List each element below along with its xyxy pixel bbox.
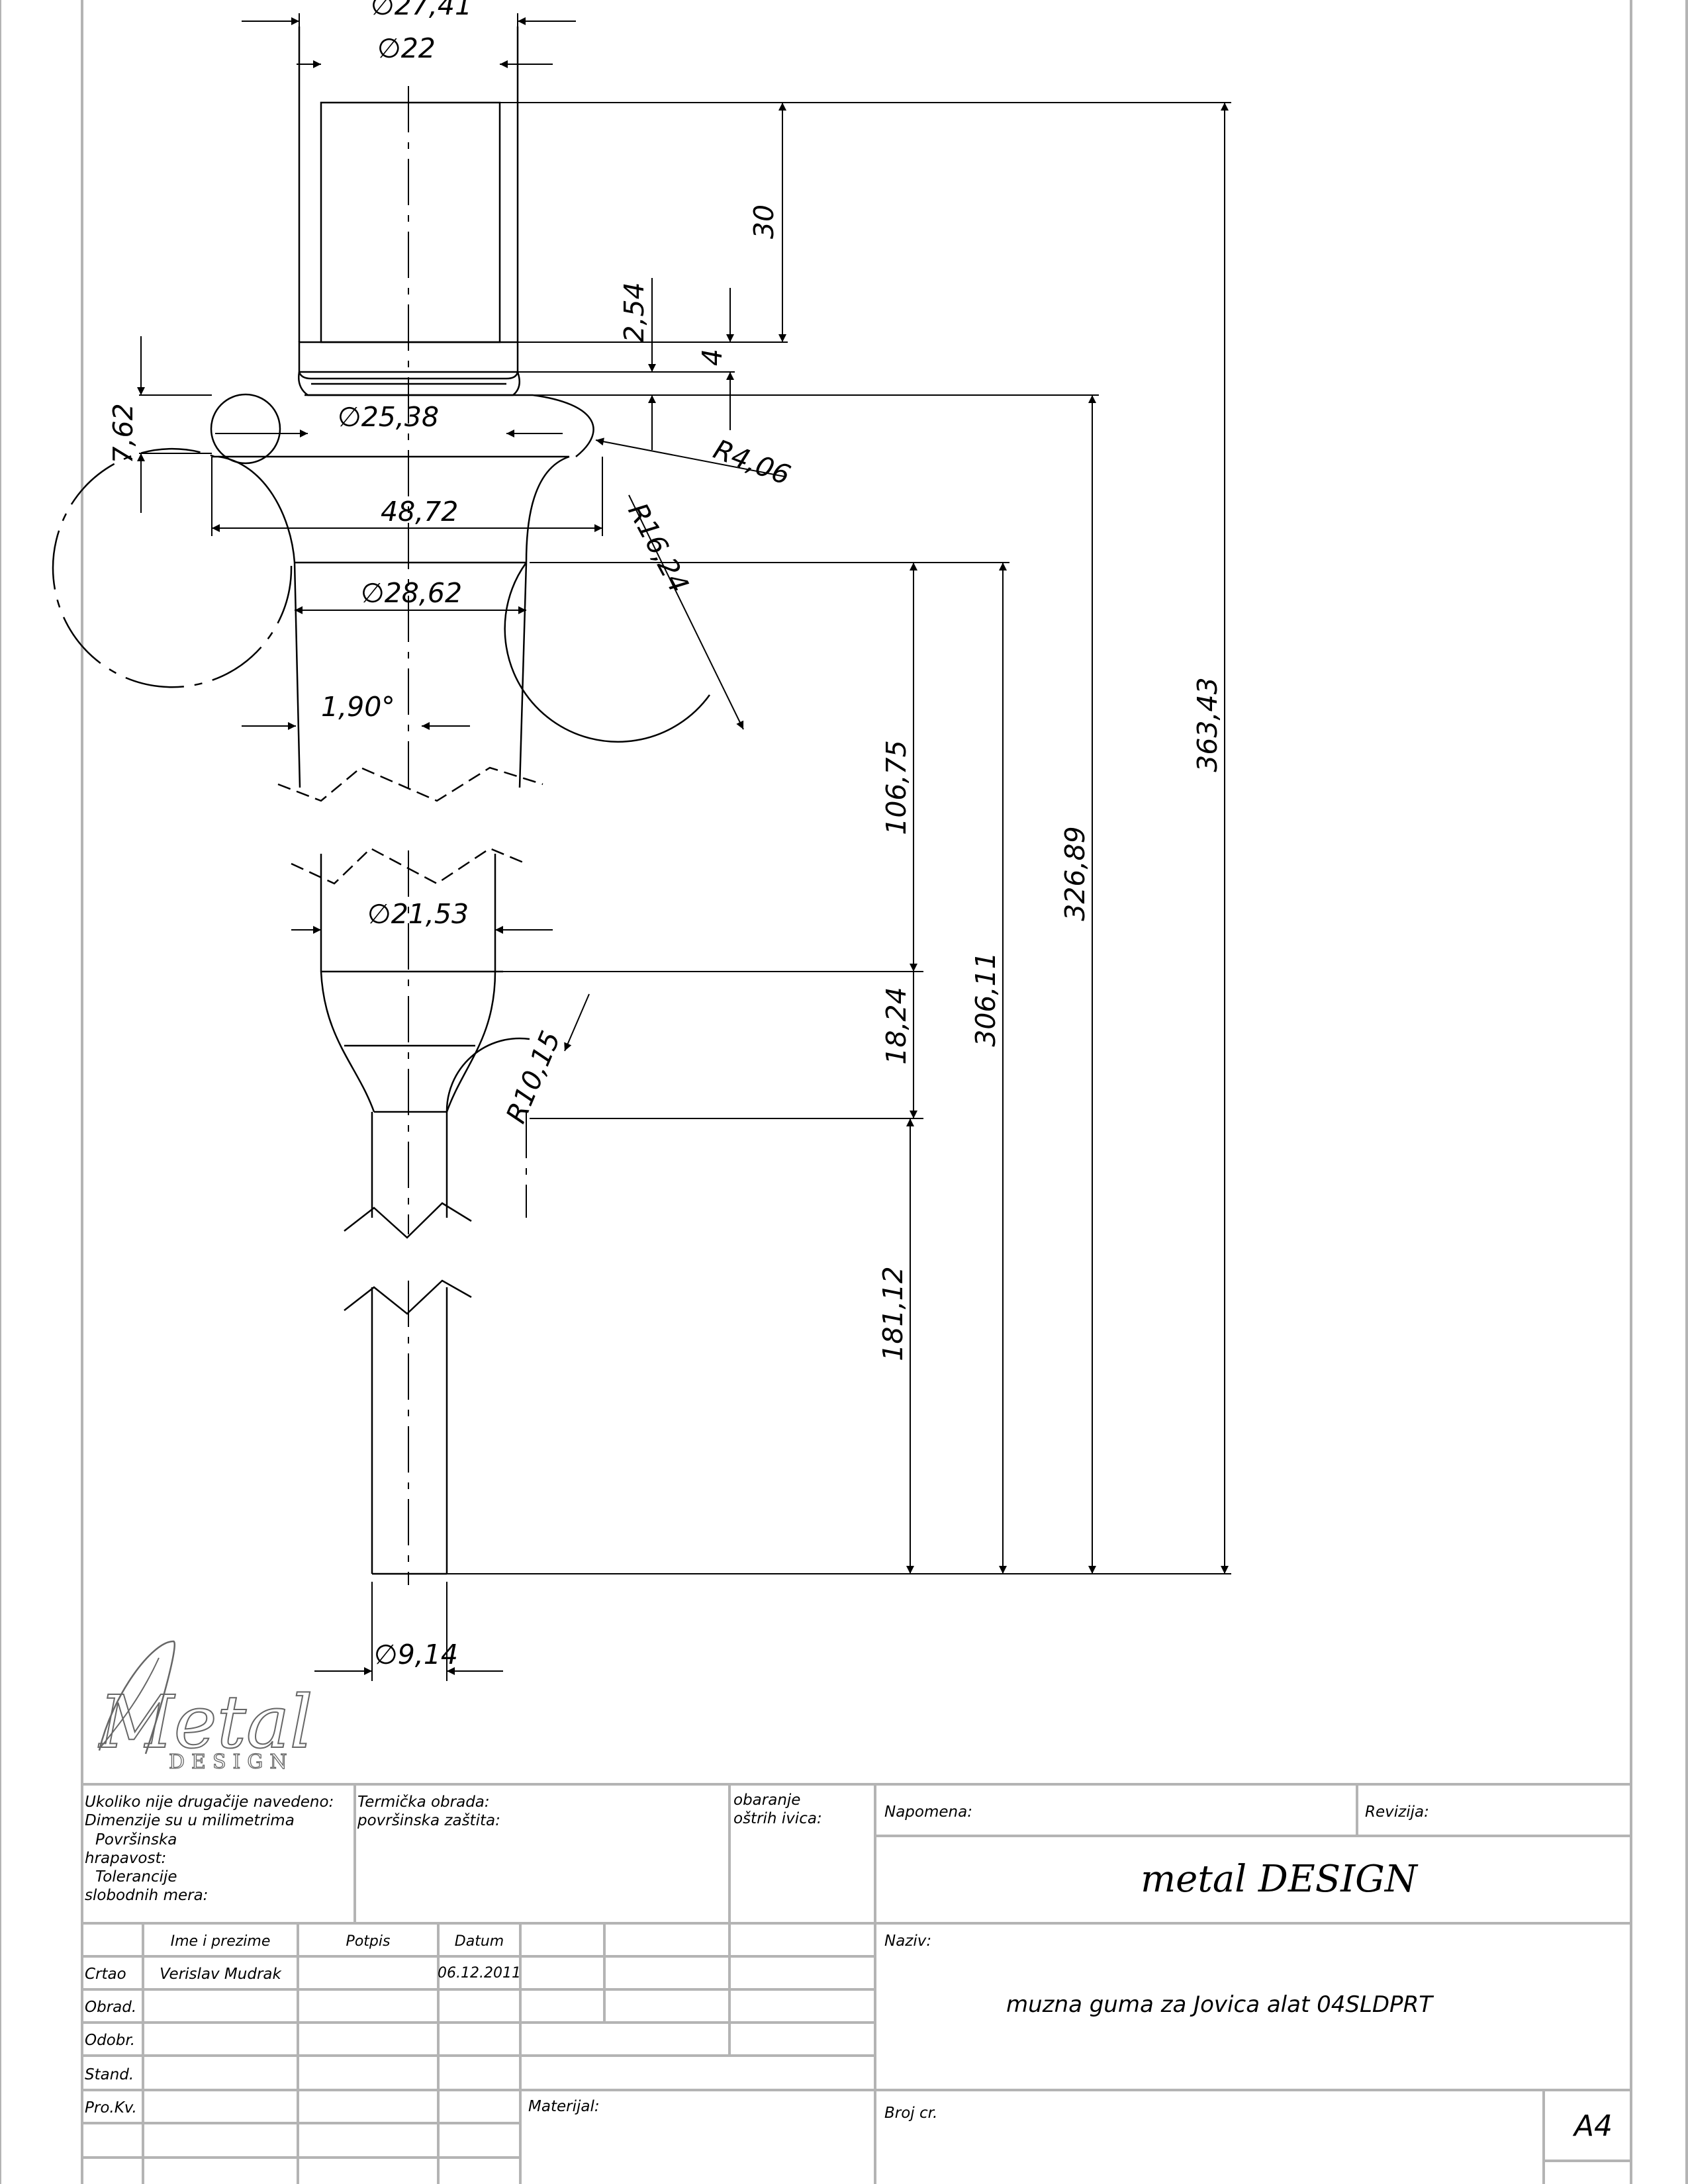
drawn-by-name: Verislav Mudrak [160,1966,282,1983]
row-label-pro-kv: Pro.Kv. [85,2099,137,2116]
general-note-line-1: Ukoliko nije drugačije navedeno: [85,1794,334,1811]
dim-height-106-75: 106,75 [880,740,912,835]
dim-height-2-54: 2,54 [618,282,650,342]
dim-height-306-11: 306,11 [970,952,1002,1046]
dim-radius-10-15: R10,15 [500,1026,567,1128]
column-header-name: Ime i prezime [171,1933,271,1950]
dim-height-363-43: 363,43 [1192,677,1223,772]
edge-break-label-1: obaranje [733,1792,800,1809]
row-label-processed: Obrad. [85,1999,136,2016]
company-name: metal DESIGN [1141,1858,1419,1901]
dim-diameter-27-41: ∅27,41 [371,0,472,21]
break-lines [277,766,543,1315]
row-label-standard: Stand. [85,2066,134,2083]
column-header-signature: Potpis [346,1933,391,1950]
dimension-lines [137,17,1229,1675]
heat-treatment-label: Termička obrada: [357,1794,490,1811]
surface-roughness-line-2: hrapavost: [85,1850,166,1867]
dim-width-48-72: 48,72 [381,496,458,527]
column-header-date: Datum [455,1933,504,1950]
dim-height-4: 4 [696,349,728,366]
dim-diameter-21-53: ∅21,53 [367,898,469,930]
logo-script-text: Metal [98,1680,313,1764]
dim-angle-1-90: 1,90° [321,691,395,723]
part-outline [210,26,594,1575]
logo-word-text: DESIGN [169,1751,294,1774]
revision-label: Revizija: [1365,1803,1429,1821]
dim-diameter-28-62: ∅28,62 [361,577,462,609]
dim-diameter-9-14: ∅9,14 [374,1639,458,1670]
construction-arcs [52,448,711,1113]
center-lines [408,86,527,1585]
dim-height-18-24: 18,24 [880,987,912,1064]
dim-height-181-12: 181,12 [877,1266,909,1361]
dim-diameter-22: ∅22 [377,32,436,64]
dim-height-30: 30 [748,205,780,239]
dim-diameter-25-38: ∅25,38 [338,401,439,433]
material-label: Materijal: [528,2098,600,2115]
surface-protection-label: površinska zaštita: [357,1812,500,1829]
title-block-grid [82,1783,1631,2184]
general-note-line-2: Dimenzije su u milimetrima [85,1812,295,1829]
dim-height-7-62: 7,62 [107,403,139,463]
tolerance-line-1: Tolerancije [95,1868,177,1886]
dimension-labels: ∅27,41 ∅22 ∅25,38 48,72 ∅28,62 1,90° ∅21… [107,0,1223,1670]
metal-design-logo: Metal DESIGN [97,1640,314,1774]
surface-roughness-line-1: Površinska [95,1831,177,1848]
drawing-number-label: Broj cr. [884,2105,937,2122]
title-block-text: Ukoliko nije drugačije navedeno: Dimenzi… [85,1792,1613,2143]
dim-radius-4-06: R4,06 [709,433,794,492]
part-name: muzna guma za Jovica alat 04SLDPRT [1006,1991,1434,2018]
note-label: Napomena: [884,1803,972,1821]
edge-break-label-2: oštrih ivica: [733,1810,822,1827]
drawn-date: 06.12.2011 [438,1965,521,1981]
row-label-drawn: Crtao [85,1966,126,1983]
extension-lines [139,13,1231,1681]
dim-radius-16-24: R16,24 [622,498,695,598]
tolerance-line-2: slobodnih mera: [85,1887,208,1904]
dim-height-326-89: 326,89 [1059,826,1091,921]
row-label-approved: Odobr. [85,2032,135,2049]
sheet-size: A4 [1572,2109,1613,2143]
part-name-label: Naziv: [884,1933,931,1950]
